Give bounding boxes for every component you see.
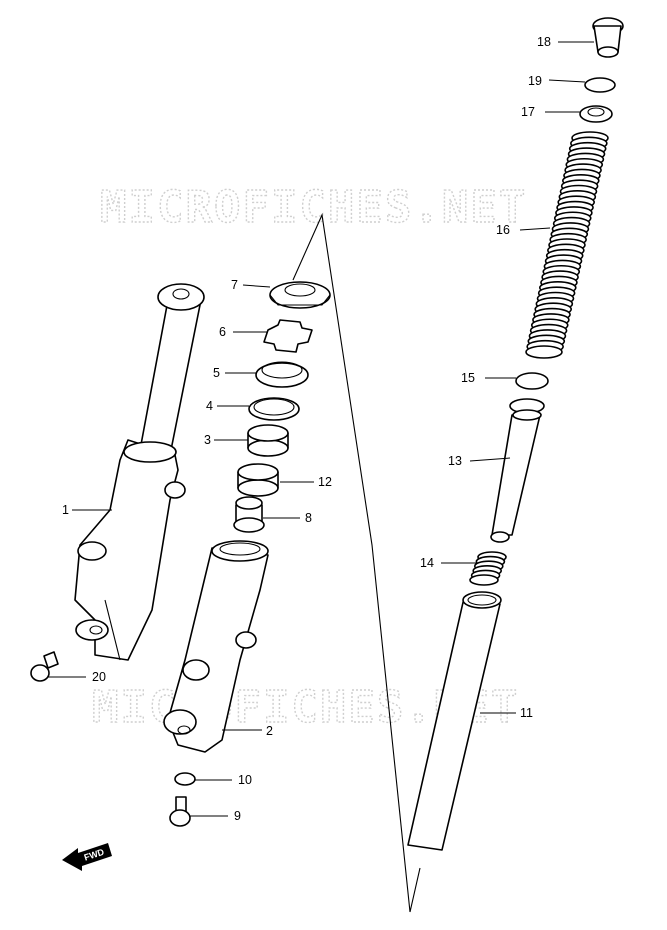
oil-seal-7[interactable] — [269, 281, 331, 309]
spacer-17[interactable] — [579, 105, 613, 123]
callout-9[interactable]: 9 — [234, 809, 241, 823]
callout-18[interactable]: 18 — [537, 35, 551, 49]
callout-12[interactable]: 12 — [318, 475, 332, 489]
callout-13[interactable]: 13 — [448, 454, 462, 468]
callout-2[interactable]: 2 — [266, 724, 273, 738]
damper-rod-13[interactable] — [490, 398, 545, 543]
callout-11[interactable]: 11 — [520, 706, 533, 720]
callout-10[interactable]: 10 — [238, 773, 252, 787]
ring-4[interactable] — [248, 397, 300, 421]
callout-18-19[interactable]: 19 — [528, 74, 542, 88]
callout-14[interactable]: 14 — [420, 556, 434, 570]
washer-10[interactable] — [174, 772, 196, 786]
divider-line — [292, 213, 421, 913]
bolt-9[interactable] — [169, 796, 191, 827]
callout-1[interactable]: 1 — [62, 503, 69, 517]
callout-20[interactable]: 20 — [92, 670, 106, 684]
callout-5[interactable]: 5 — [213, 366, 220, 380]
callout-17[interactable]: 17 — [521, 105, 535, 119]
callout-labels: 1 2 3 4 5 6 7 8 9 10 11 12 13 14 15 16 1… — [62, 35, 551, 823]
washer-5[interactable] — [255, 361, 309, 388]
bolt-20[interactable] — [30, 651, 59, 682]
callout-16[interactable]: 16 — [496, 223, 510, 237]
fwd-arrow-icon: FWD — [62, 843, 112, 871]
callout-4[interactable]: 4 — [206, 399, 213, 413]
bushing-12[interactable] — [237, 463, 279, 497]
inner-tube-11[interactable] — [407, 591, 502, 851]
callout-3[interactable]: 3 — [204, 433, 211, 447]
callout-8[interactable]: 8 — [305, 511, 312, 525]
bushing-3[interactable] — [247, 424, 289, 457]
piece-8[interactable] — [233, 496, 265, 533]
cap-18[interactable] — [592, 17, 624, 58]
o-ring-19[interactable] — [584, 77, 616, 93]
spring-16[interactable] — [525, 131, 609, 359]
spring-coil — [469, 574, 499, 586]
spring-14[interactable] — [469, 551, 507, 586]
watermark-top: MICROFICHES.NET — [100, 182, 527, 233]
callout-leaders — [48, 41, 594, 817]
clip-6[interactable] — [263, 319, 313, 353]
fork-assembly-left[interactable] — [74, 283, 205, 661]
callout-6[interactable]: 6 — [219, 325, 226, 339]
spring-coil — [525, 345, 563, 359]
washer-15[interactable] — [515, 372, 549, 390]
callout-7[interactable]: 7 — [231, 278, 238, 292]
callout-15[interactable]: 15 — [461, 371, 475, 385]
fork-tube-right[interactable] — [163, 540, 269, 753]
